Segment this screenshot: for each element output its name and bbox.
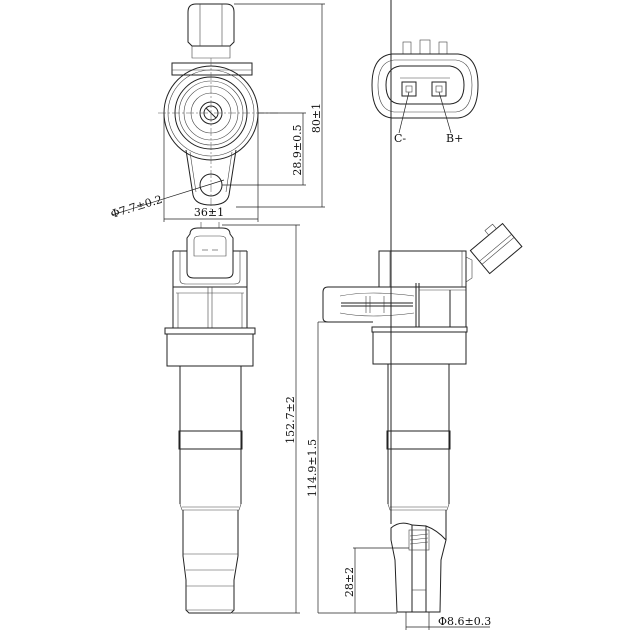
dim-boot-depth: 28±2 [343,567,356,597]
top-view [158,3,280,215]
dim-bolt-hole-diameter: Φ7.7±0.2 [109,193,164,221]
dim-length-from-flange: 114.9±1.5 [306,439,319,497]
dim-bolt-offset: 28.9±0.5 [291,124,304,175]
dim-terminal-diameter: Φ8.6±0.3 [438,615,491,628]
side-view-dimensions: 114.9±1.5 28±2 Φ8.6±0.3 [306,321,491,630]
front-view-dimensions: 152.7±2 [222,224,300,614]
side-view [322,0,523,613]
connector-face-view: C- B+ [371,39,479,145]
dim-height-80: 80±1 [310,103,323,133]
front-view [164,222,256,614]
dim-width-36: 36±1 [194,206,224,219]
pin-label-b-plus: B+ [446,132,463,145]
dim-overall-length: 152.7±2 [284,396,297,444]
pin-label-c-minus: C- [394,132,406,145]
